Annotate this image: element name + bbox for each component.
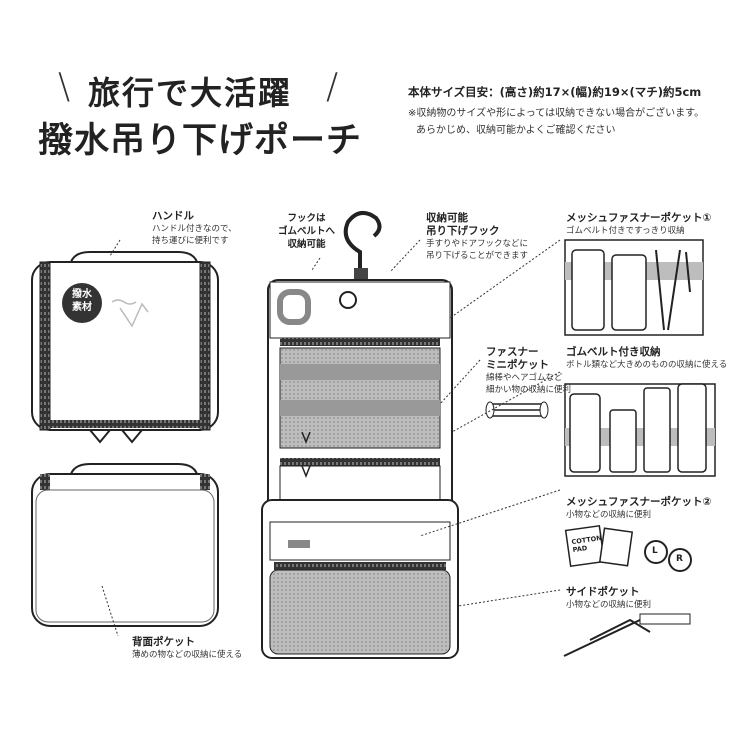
cotton-pad-and-lens — [564, 524, 692, 572]
callout-handle-line2: 持ち運びに便利です — [152, 236, 229, 246]
callout-hook-line1: 手すりやドアフックなどに — [426, 239, 529, 249]
callout-side-title: サイドポケット — [566, 586, 640, 598]
badge-line1: 撥水 — [72, 289, 92, 300]
callout-hook-title1: 収納可能 — [426, 212, 468, 224]
callout-handle-title: ハンドル — [152, 210, 194, 222]
callout-rubber-title: ゴムベルト付き収納 — [566, 346, 661, 358]
callout-zip-mini: ファスナー ミニポケット 綿棒やヘアゴムなど 細かい物の収納に便利 — [486, 346, 571, 396]
callout-back-line1: 薄めの物などの収納に使える — [132, 650, 243, 660]
callout-hook-note-2: ゴムベルトへ — [278, 226, 336, 237]
callout-back: 背面ポケット 薄めの物などの収納に使える — [132, 636, 242, 661]
callout-handle: ハンドル ハンドル付きなので、 持ち運びに便利です — [152, 210, 237, 247]
callout-mesh1: メッシュファスナーポケット① ゴムベルト付きですっきり収納 — [566, 212, 711, 237]
title-deco-left: \ — [58, 66, 71, 107]
size-spec: 本体サイズ目安：(高さ)約17×(幅)約19×(マチ)約5cm — [408, 85, 702, 99]
pouch-open — [261, 210, 459, 659]
callout-rubber-line1: ボトル類など大きめのものの収納に使える — [566, 360, 728, 370]
water-repellent-badge — [62, 283, 102, 323]
callout-mesh1-title: メッシュファスナーポケット① — [566, 212, 712, 224]
callout-hook-title2: 吊り下げフック — [426, 225, 500, 237]
hair-clip-and-toothbrush — [563, 613, 691, 657]
callout-rubber: ゴムベルト付き収納 ボトル類など大きめのものの収納に使える — [566, 346, 727, 371]
callout-hook-note: フックは ゴムベルトへ 収納可能 — [278, 212, 335, 251]
leader-lines — [101, 239, 561, 637]
callout-handle-line1: ハンドル付きなので、 — [152, 224, 237, 234]
badge-line2: 素材 — [72, 302, 92, 313]
callout-side-line1: 小物などの収納に便利 — [566, 600, 652, 610]
callout-mesh2-title: メッシュファスナーポケット② — [566, 496, 712, 508]
panel-rubber — [564, 383, 716, 477]
callout-hook-line2: 吊り下げることができます — [426, 251, 529, 261]
lens-label-l: L — [652, 546, 658, 556]
callout-zip-mini-line2: 細かい物の収納に便利 — [486, 385, 572, 395]
callout-hook-note-3: 収納可能 — [287, 239, 326, 250]
pouch-front — [31, 251, 219, 444]
panel-mesh1 — [564, 239, 704, 336]
cotton-swabs — [485, 401, 549, 419]
callout-back-title: 背面ポケット — [132, 636, 195, 648]
size-note: ※収納物のサイズや形によっては収納できない場合がございます。 — [408, 108, 705, 119]
pouch-back — [31, 463, 219, 627]
lens-label-r: R — [676, 554, 683, 564]
callout-hook-note-1: フックは — [287, 213, 326, 224]
callout-side: サイドポケット 小物などの収納に便利 — [566, 586, 651, 611]
callout-zip-mini-title1: ファスナー — [486, 346, 539, 358]
title-deco-right: / — [326, 66, 339, 107]
callout-zip-mini-line1: 綿棒やヘアゴムなど — [486, 373, 563, 383]
callout-mesh1-line1: ゴムベルト付きですっきり収納 — [566, 226, 685, 236]
badge-text: 撥水 素材 — [70, 288, 94, 314]
page-title: 旅行で大活躍 — [88, 74, 293, 112]
page-subtitle: 撥水吊り下げポーチ — [38, 121, 363, 161]
callout-mesh2-line1: 小物などの収納に便利 — [566, 510, 652, 520]
callout-zip-mini-title2: ミニポケット — [486, 359, 549, 371]
size-note-2: あらかじめ、収納可能かよくご確認ください — [416, 125, 616, 136]
callout-mesh2: メッシュファスナーポケット② 小物などの収納に便利 — [566, 496, 711, 521]
callout-hook: 収納可能 吊り下げフック 手すりやドアフックなどに 吊り下げることができます — [426, 212, 528, 262]
